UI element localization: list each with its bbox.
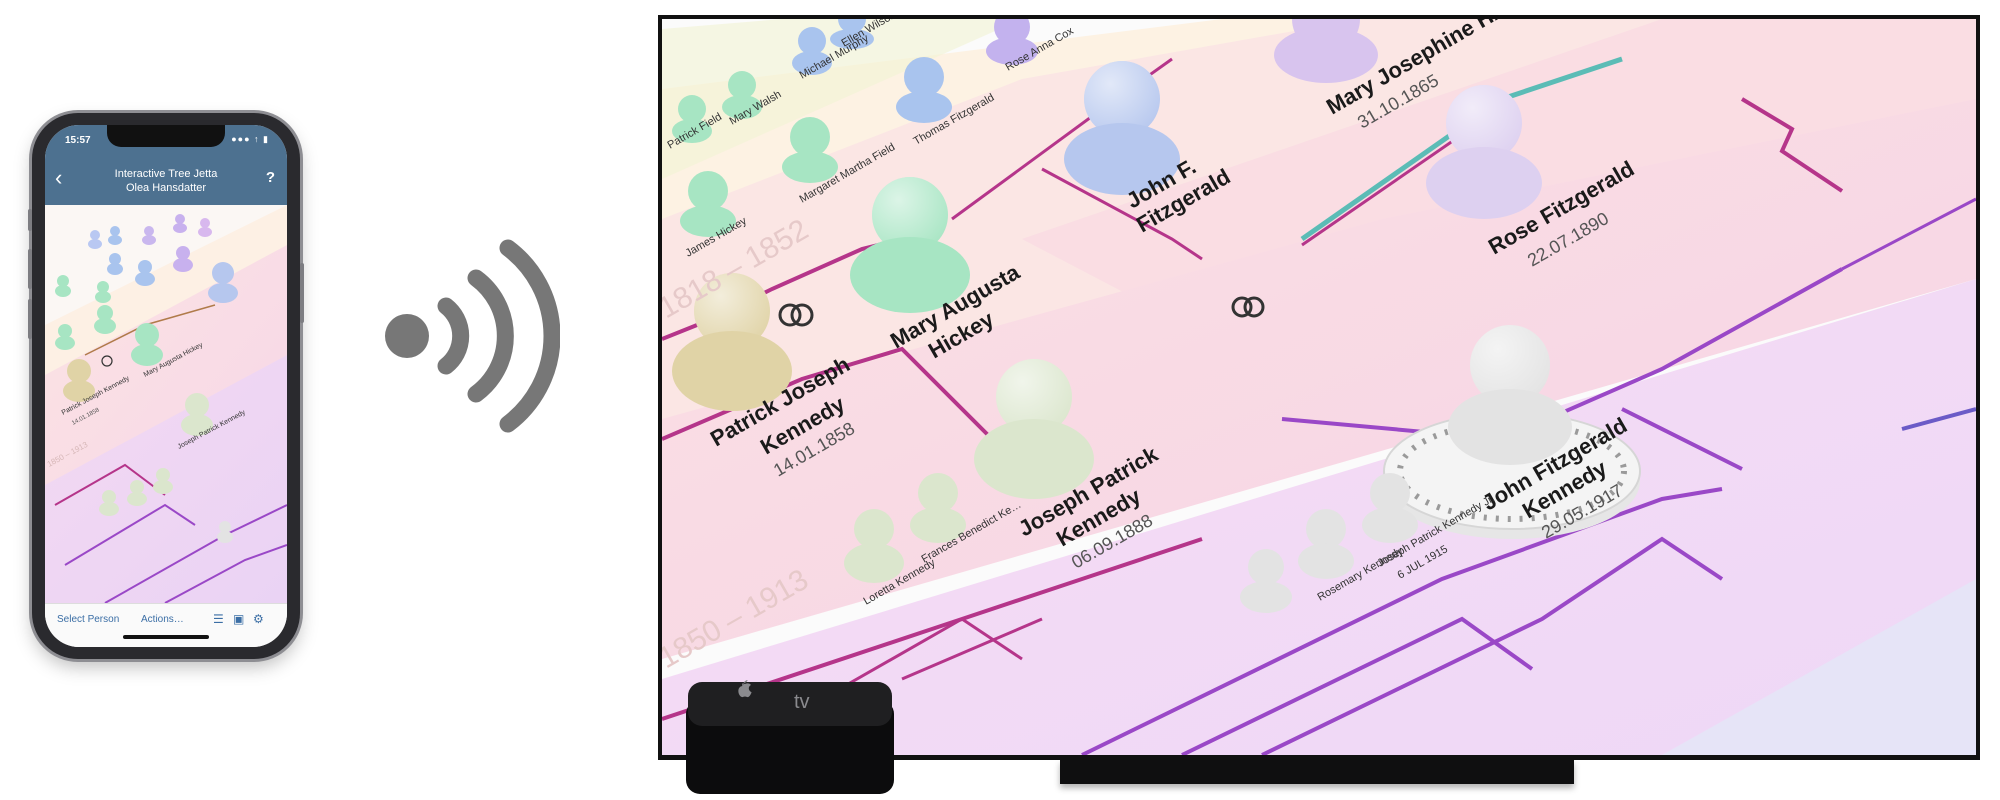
phone-line-2 <box>64 503 196 566</box>
signal-arc-2 <box>467 269 514 403</box>
bottom-toolbar: Select Person Actions… ☰ ▣ ⚙ <box>45 603 287 647</box>
band-middle-pink <box>662 99 1976 659</box>
apple-tv-label: tv <box>794 691 810 713</box>
power-button <box>300 263 304 323</box>
phone-avatar-small-3[interactable] <box>142 226 156 245</box>
nav-title-line1: Interactive Tree Jetta <box>114 168 218 180</box>
volume-down-button <box>28 299 32 339</box>
avatar-loretta[interactable] <box>844 509 904 583</box>
phone-avatar-small-9[interactable] <box>135 260 155 286</box>
tree-levels-icon[interactable]: ☰ <box>213 612 224 626</box>
signal-arc-1 <box>437 297 470 375</box>
nav-title: Interactive Tree Jetta Olea Hansdatter <box>75 167 257 195</box>
rings-icon-fitzgerald <box>1231 296 1265 318</box>
mute-switch <box>28 209 32 231</box>
phone-avatar-small-8[interactable] <box>95 281 111 303</box>
phone-avatar-mary[interactable] <box>131 323 163 366</box>
phone-avatar-child-3[interactable] <box>153 468 173 494</box>
avatar-patrick-joseph[interactable] <box>672 273 792 411</box>
phone-avatar-green-2[interactable] <box>55 324 75 350</box>
iphone-device: 15:57 ●●● ↑ ▮ ‹ Interactive Tree Jetta O… <box>28 113 304 659</box>
line-marriage-down <box>1621 407 1743 471</box>
phone-avatar-small-6[interactable] <box>107 253 123 275</box>
status-icons: ●●● ↑ ▮ <box>231 134 269 144</box>
line-to-john-f <box>1041 167 1203 261</box>
phone-avatar-joseph[interactable] <box>181 393 213 436</box>
phone-avatar-small-1[interactable] <box>88 230 102 249</box>
avatar-joseph-patrick[interactable] <box>974 359 1094 499</box>
avatar-far-1[interactable] <box>792 27 832 75</box>
line-rose-right <box>1841 197 1976 271</box>
line-children-2 <box>1181 616 1534 755</box>
avatar-james-hickey[interactable] <box>680 171 736 237</box>
avatar-child-bottom[interactable] <box>1240 549 1292 613</box>
avatar-john-fitzgerald-kennedy[interactable] <box>1383 325 1641 539</box>
jfk-dotted-ring <box>1397 420 1627 522</box>
phone-tree-canvas[interactable]: Mary Augusta Hickey Patrick Joseph Kenne… <box>45 205 287 603</box>
apple-tv-box: tv <box>686 680 894 794</box>
phone-screen: 15:57 ●●● ↑ ▮ ‹ Interactive Tree Jetta O… <box>45 125 287 647</box>
avatar-rosemary[interactable] <box>1298 509 1354 579</box>
phone-avatar-child-4[interactable] <box>217 521 233 543</box>
line-children-3 <box>1261 536 1724 755</box>
home-indicator <box>123 635 209 639</box>
volume-up-button <box>28 249 32 289</box>
line-jfk-spouse <box>1901 407 1976 431</box>
avatar-green-far-1[interactable] <box>672 95 712 143</box>
phone-line-1 <box>54 463 166 506</box>
signal-arc-3 <box>499 239 560 433</box>
avatar-thomas[interactable] <box>896 57 952 123</box>
actions-button[interactable]: Actions… <box>141 614 184 625</box>
phone-line-4 <box>164 544 287 603</box>
avatar-mary-augusta[interactable] <box>850 177 970 313</box>
line-lower-magenta-1 <box>662 537 1203 721</box>
tv-screen: Mary Josephine HA… John F. Fitzgerald Ro… <box>662 19 1976 755</box>
phone-avatar-small-10[interactable] <box>173 246 193 272</box>
avatar-far-2[interactable] <box>830 19 874 49</box>
avatar-rose-anna-cox[interactable] <box>986 19 1038 65</box>
camera-icon[interactable]: ▣ <box>233 612 245 626</box>
line-rose-parent <box>1740 97 1844 193</box>
signal-dot <box>385 314 429 358</box>
phone-avatar-small-7[interactable] <box>55 275 71 297</box>
phone-avatar-child-1[interactable] <box>99 490 119 516</box>
avatar-mary-josephine[interactable] <box>1274 19 1378 83</box>
nav-title-line2: Olea Hansdatter <box>125 182 207 194</box>
line-lower-magenta-3 <box>901 617 1043 681</box>
phone-avatar-small-2[interactable] <box>108 226 122 245</box>
phone-avatar-child-2[interactable] <box>127 480 147 506</box>
select-person-button[interactable]: Select Person <box>57 614 120 625</box>
rings-icon-kennedy <box>778 303 814 327</box>
apple-logo-icon <box>738 680 752 698</box>
tv-tree-canvas[interactable]: Mary Josephine HA… John F. Fitzgerald Ro… <box>662 19 1976 755</box>
avatar-green-far-2[interactable] <box>722 71 762 119</box>
avatar-john-f-fitzgerald[interactable] <box>1064 61 1180 195</box>
avatar-margaret[interactable] <box>782 117 838 183</box>
nav-bar: ‹ Interactive Tree Jetta Olea Hansdatter… <box>45 159 287 205</box>
chevron-left-icon[interactable]: ‹ <box>55 165 63 190</box>
tv-stand <box>1060 760 1574 784</box>
phone-avatar-patrick[interactable] <box>63 359 95 402</box>
line-lower-magenta-2 <box>821 617 1023 701</box>
band-corner-blue <box>1662 579 1976 755</box>
phone-avatar-green-1[interactable] <box>94 305 116 334</box>
phone-notch <box>107 125 225 147</box>
phone-rings-icon <box>101 355 113 367</box>
line-children-1 <box>1081 487 1723 755</box>
avatar-rose-fitzgerald[interactable] <box>1426 85 1542 219</box>
phone-avatar-small-5[interactable] <box>198 218 212 237</box>
phone-tree-view[interactable]: Mary Augusta Hickey Patrick Joseph Kenne… <box>45 205 287 603</box>
apple-tv-top <box>688 682 892 726</box>
help-button[interactable]: ? <box>265 169 275 186</box>
avatar-joseph-jr[interactable] <box>1362 473 1418 543</box>
gear-icon[interactable]: ⚙ <box>253 612 264 626</box>
status-time: 15:57 <box>65 135 91 146</box>
tv-display: Mary Josephine HA… John F. Fitzgerald Ro… <box>658 15 1980 760</box>
phone-avatar-john-f[interactable] <box>208 262 238 303</box>
wireless-signal-icon <box>385 239 560 433</box>
phone-avatar-small-4[interactable] <box>173 214 187 233</box>
avatar-frances[interactable] <box>910 473 966 543</box>
